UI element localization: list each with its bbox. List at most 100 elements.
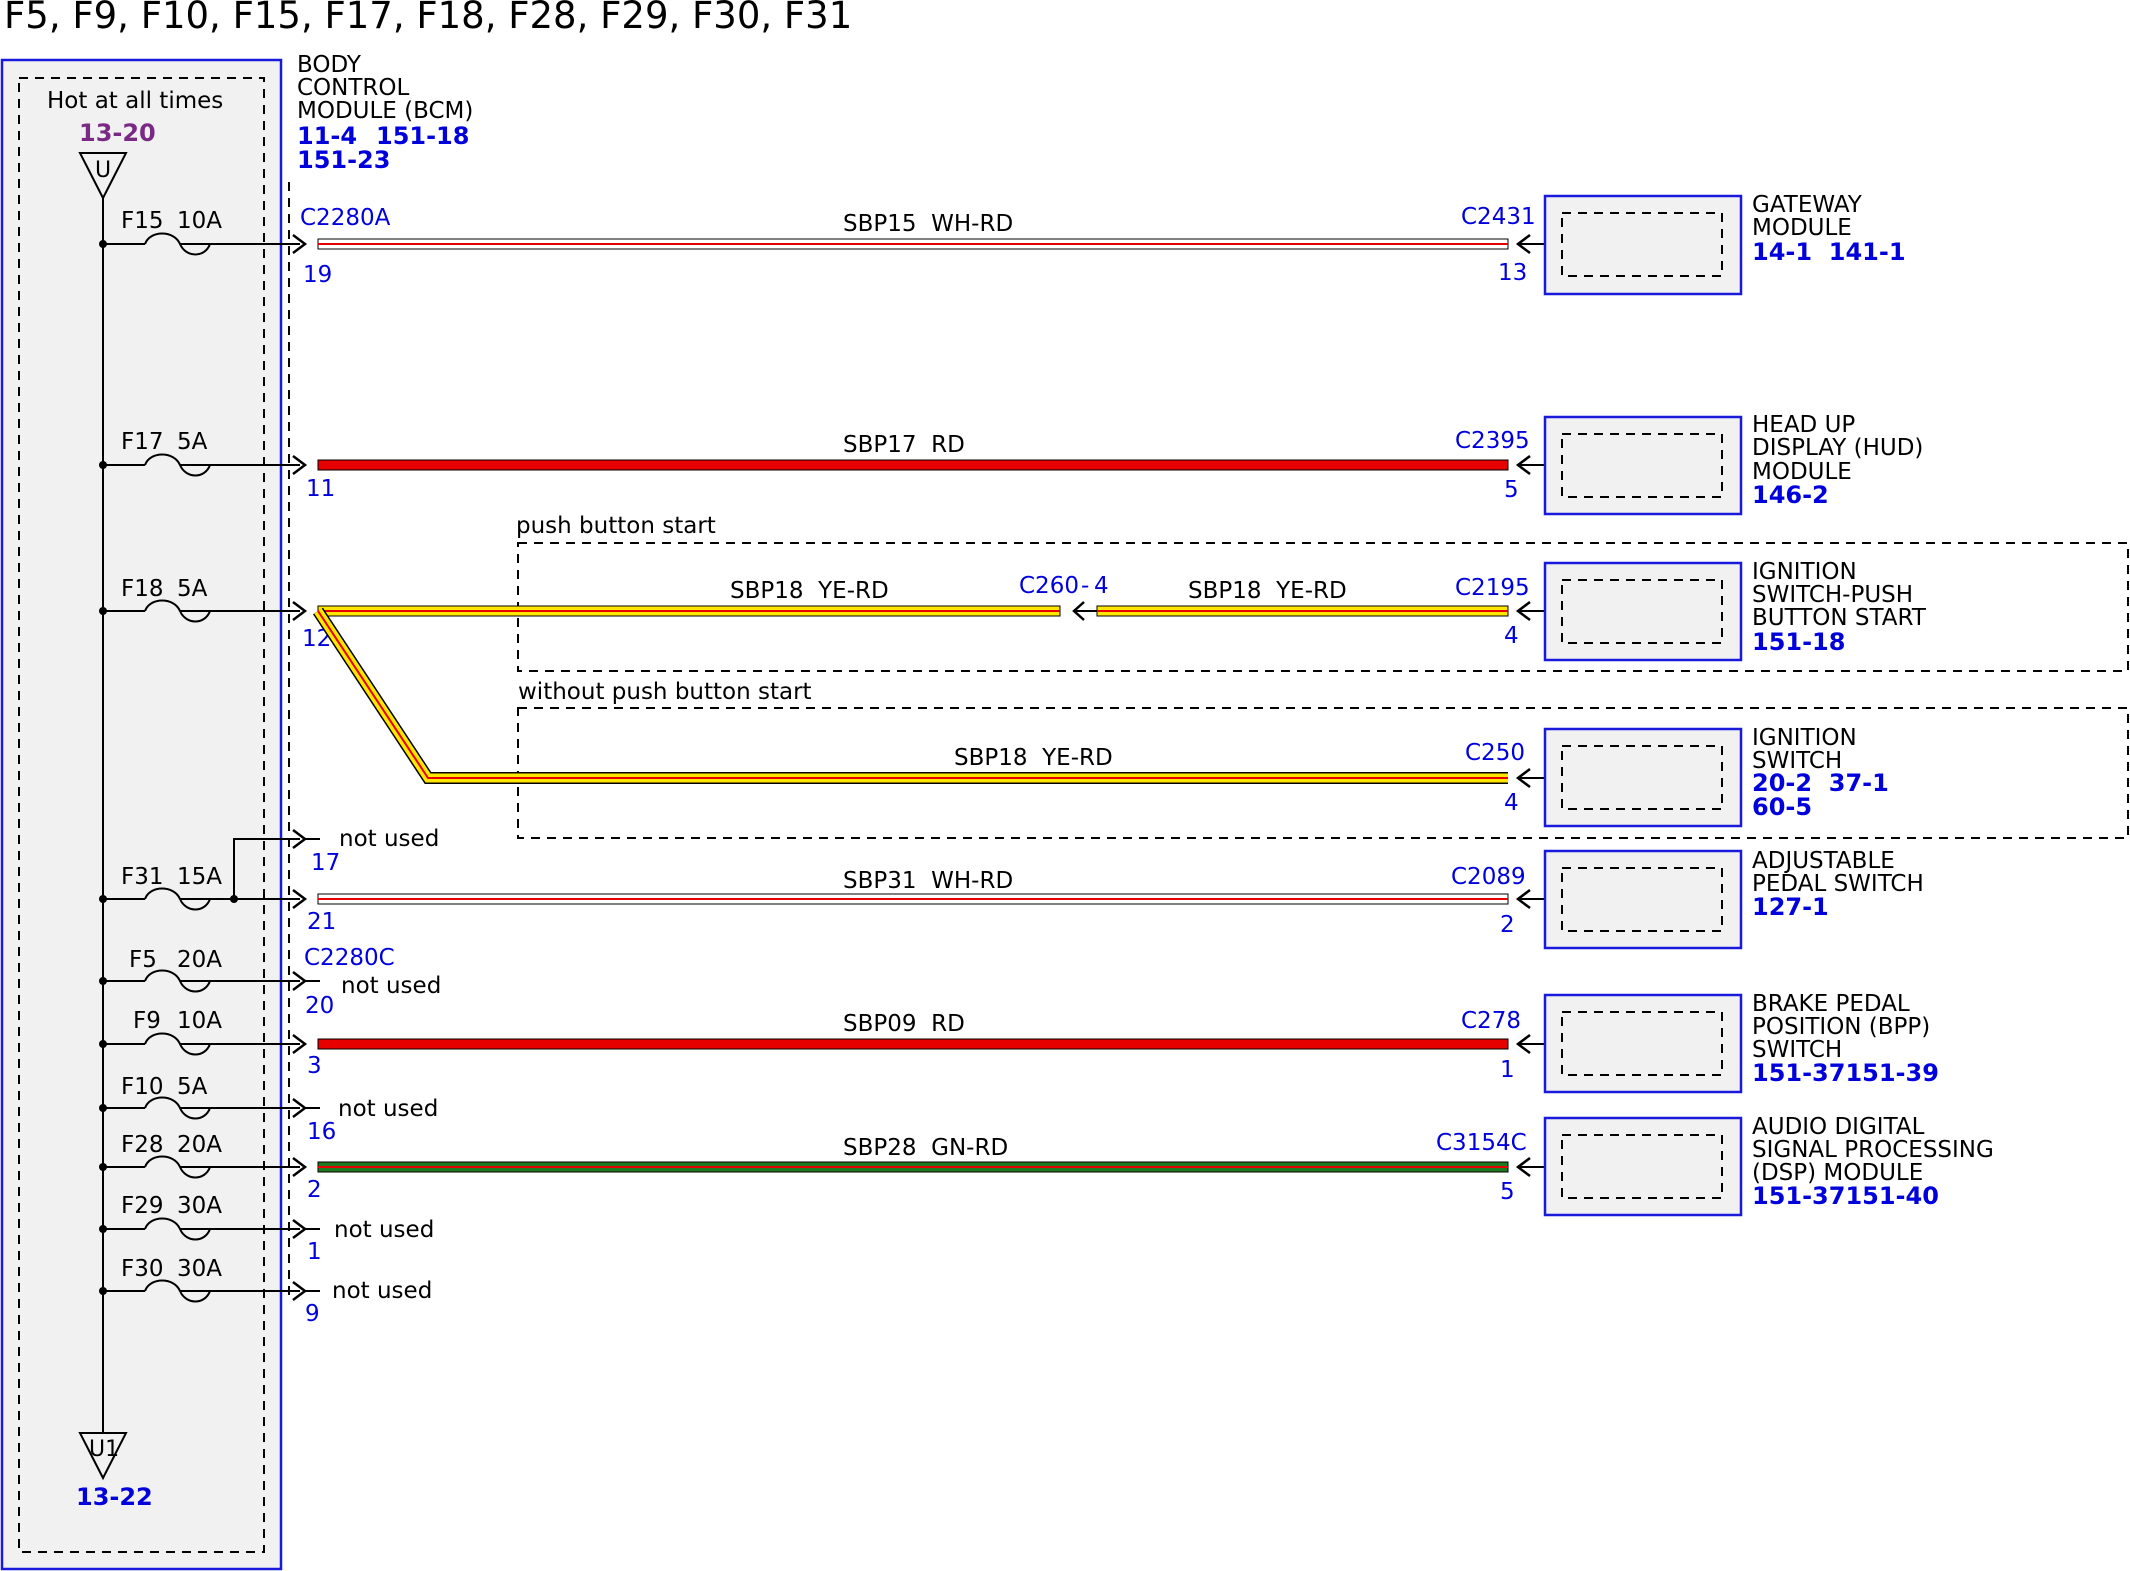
component-name: MODULE [1752,215,1852,241]
component-name: BRAKE PEDAL [1752,991,1910,1017]
pin-arrow [292,1157,308,1177]
fuse-rating: 10A [177,208,222,234]
wire-sbp09 [317,1038,1509,1050]
fuse-id: F10 [121,1074,164,1100]
bcm-pin-number: 9 [305,1301,320,1327]
wire-sbp18-a [317,605,1061,617]
component-adjustable-pedal-switch [1543,849,1743,950]
supply-symbol-top-label: U [95,158,111,183]
fuse-rating: 5A [177,1074,208,1100]
component-pin: 2 [1500,912,1515,938]
component-hud-module [1543,415,1743,516]
component-box [1543,1116,1743,1217]
wire-tracer [317,610,1508,779]
fuse-id: F28 [121,1132,164,1158]
component-bpp-switch [1543,993,1743,1094]
component-gateway-module [1543,194,1743,296]
fuse-row-f17: F17 5A [99,429,300,477]
bcm-ref-link[interactable]: 11-4 [297,122,357,150]
bottom-ref-link[interactable]: 13-22 [76,1483,153,1511]
component-name: DISPLAY (HUD) [1752,435,1923,461]
wire-outline [312,607,1508,784]
bcm-name-line-2: CONTROL [297,75,410,101]
component-pin: 13 [1498,260,1527,286]
wire-sbp28 [317,1161,1509,1173]
component-connector: C2395 [1455,428,1530,454]
component-inner [1561,867,1723,932]
component-name: AUDIO DIGITAL [1752,1114,1925,1140]
component-ignition-switch [1543,727,1743,828]
bcm-name-line-1: BODY [297,52,362,78]
component-name: POSITION (BPP) [1752,1014,1930,1040]
fuse-rating: 5A [177,429,208,455]
component-ignition-push-button [1543,561,1743,662]
component-name: ADJUSTABLE [1752,848,1895,874]
wire-label: SBP15 WH-RD [843,211,1013,237]
component-pin-arrows [1515,234,1531,1177]
hot-ref-link[interactable]: 13-20 [79,119,156,147]
pin-arrow [292,455,308,475]
inline-connector-pin: 4 [1094,573,1109,599]
fuse-rating: 15A [177,864,222,890]
diagram-title: F5, F9, F10, F15, F17, F18, F28, F29, F3… [4,0,852,37]
wire-sbp18-b [1096,605,1509,617]
component-ref-link[interactable]: 146-2 [1752,481,1829,509]
fuse-id: F17 [121,429,164,455]
component-box [1543,194,1743,296]
component-dsp-module [1543,1116,1743,1217]
fuse-rating: 20A [177,1132,222,1158]
bcm-ref-link[interactable]: 151-23 [297,146,390,174]
bcm-pin-number: 11 [306,476,335,502]
bcm-ref-link[interactable]: 151-18 [376,122,469,150]
fuse-id: F18 [121,576,164,602]
component-name: PEDAL SWITCH [1752,871,1924,897]
component-connector: C2089 [1451,864,1526,890]
bcm-pin-arrows [292,234,308,1301]
component-ref-link[interactable]: 151-37151-39 [1752,1059,1939,1087]
component-connector: C278 [1461,1008,1521,1034]
component-ref-link[interactable]: 151-18 [1752,628,1845,656]
inline-connector-name: C260 [1019,573,1079,599]
fuse-row-f5: F5 20A [99,947,300,993]
fuse-row-f10: F10 5A [99,1074,300,1120]
wire-label: SBP18 YE-RD [1188,578,1347,604]
fuse-panel-inner-dashed [18,77,265,1553]
option-push-button-label: push button start [516,513,716,539]
component-ref-link[interactable]: 127-1 [1752,893,1829,921]
component-name: IGNITION [1752,725,1857,751]
wire-label: SBP31 WH-RD [843,868,1013,894]
wire-label: SBP18 YE-RD [954,745,1113,771]
bcm-pin-number: 21 [307,909,336,935]
bcm-name-line-3: MODULE (BCM) [297,98,473,124]
component-name: (DSP) MODULE [1752,1160,1923,1186]
component-pin: 4 [1504,790,1519,816]
wire-label: SBP28 GN-RD [843,1135,1008,1161]
not-used-label: not used [339,826,439,852]
supply-symbol-bottom-label: U1 [89,1437,119,1462]
pin-arrow [292,889,308,909]
component-ref-link[interactable]: 20-2 37-1 [1752,769,1889,797]
component-name: SWITCH-PUSH [1752,582,1913,608]
fuse-id: F15 [121,208,164,234]
fuse-row-f18: F18 5A [99,576,300,623]
component-box [1543,849,1743,950]
component-box [1543,993,1743,1094]
supply-triangle-top [78,152,128,201]
bcm-pin-number: 19 [303,262,332,288]
component-ref-link[interactable]: 151-37151-40 [1752,1182,1939,1210]
component-pin: 5 [1504,477,1519,503]
component-ref-link[interactable]: 60-5 [1752,793,1812,821]
fuse-row-f31: F31 15A [99,838,300,911]
fuse-rating: 10A [177,1008,222,1034]
not-used-label: not used [332,1278,432,1304]
supply-triangle-bottom [78,1432,128,1481]
component-ref-link[interactable]: 14-1 141-1 [1752,238,1906,266]
not-used-label: not used [334,1217,434,1243]
wire-label: SBP09 RD [843,1011,965,1037]
component-box [1543,415,1743,516]
component-connector: C250 [1465,740,1525,766]
fuse-id: F31 [121,864,164,890]
component-pin: 5 [1500,1179,1515,1205]
fuse-id: F9 [133,1008,161,1034]
